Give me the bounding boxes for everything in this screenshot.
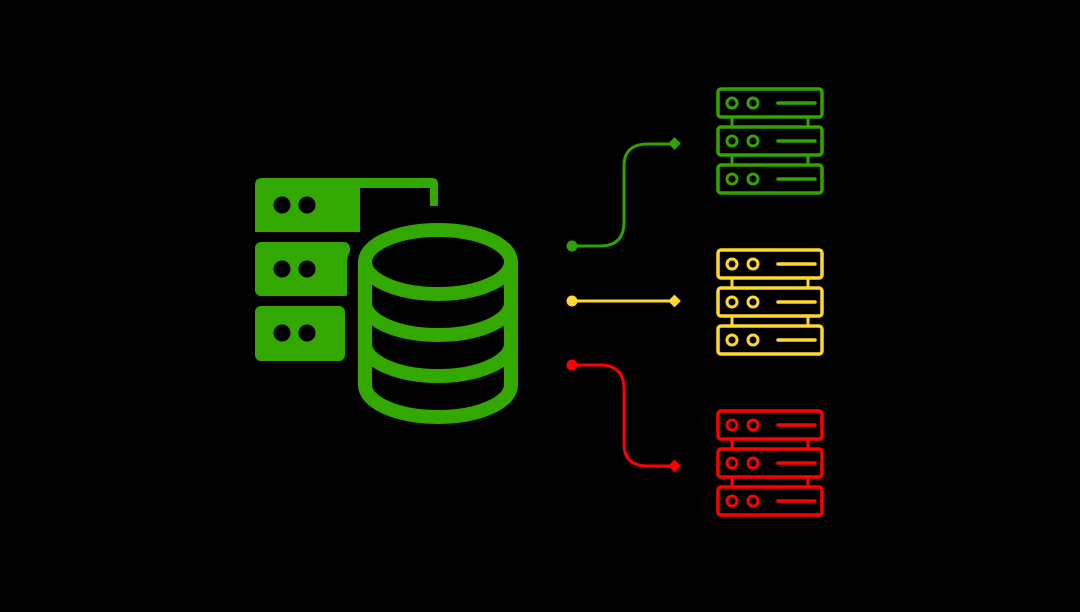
rack-unit	[716, 87, 824, 119]
rack-unit	[716, 286, 824, 318]
server-unit-top	[255, 178, 438, 232]
rack-unit	[716, 324, 824, 356]
server-rack-icon-error	[716, 409, 824, 517]
connector-ok	[566, 137, 681, 252]
rack-unit	[716, 409, 824, 441]
rack-unit	[716, 248, 824, 280]
connector-warning	[566, 294, 681, 308]
rack-unit	[716, 125, 824, 157]
server-stack-icon	[255, 178, 438, 361]
server-rack-icon-ok	[716, 87, 824, 195]
server-rack-icon-warning	[716, 248, 824, 356]
rack-unit	[716, 485, 824, 517]
rack-unit	[716, 163, 824, 195]
database-icon	[347, 222, 529, 425]
rack-unit	[716, 447, 824, 479]
connector-error	[566, 359, 681, 473]
